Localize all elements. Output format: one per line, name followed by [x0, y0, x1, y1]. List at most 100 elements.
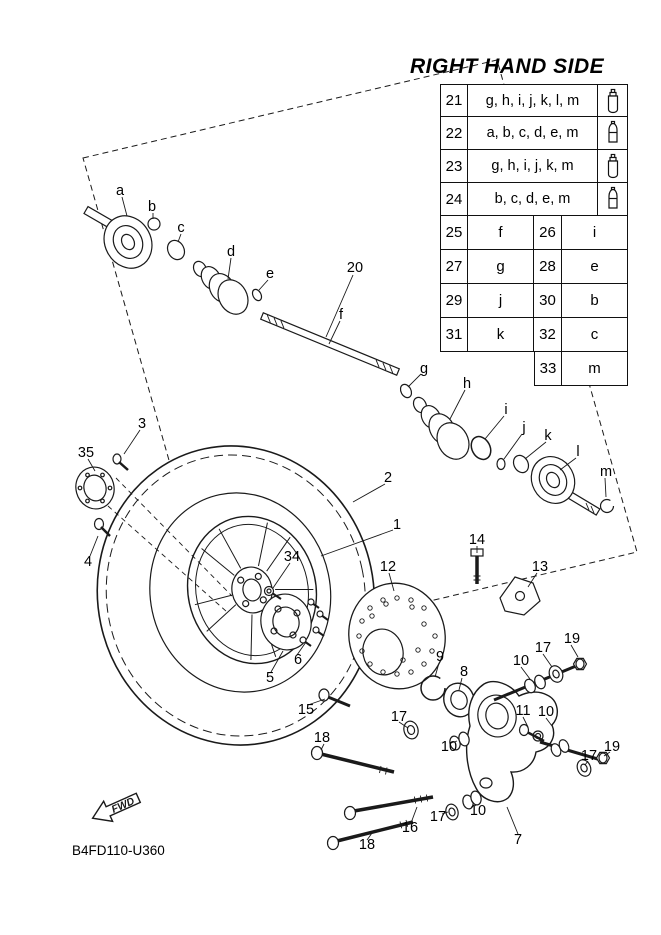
- legend-item-letter: b: [562, 284, 628, 318]
- fwd-label: FWD: [110, 795, 137, 816]
- callout-h: h: [462, 375, 472, 392]
- legend-row-27-28: 27 g 28 e: [440, 250, 628, 284]
- callout-a: a: [115, 182, 125, 199]
- callout-34: 34: [283, 548, 301, 565]
- callout-3: 3: [137, 415, 147, 432]
- part-k-circlip: [512, 454, 530, 474]
- part-16-bolt: [343, 794, 434, 821]
- bolt-shaft-lower: [539, 740, 602, 762]
- fwd-arrow: FWD: [91, 792, 142, 823]
- legend-item-number: 33: [534, 352, 562, 386]
- callout-f: f: [338, 306, 344, 323]
- legend-row-21: 21 g, h, i, j, k, l, m: [440, 84, 628, 117]
- grease-tube-icon: [598, 150, 628, 183]
- legend-item-number: 30: [534, 284, 562, 318]
- legend-item-number: 32: [534, 318, 562, 352]
- callout-17-2: 17: [390, 708, 408, 725]
- legend-item-letter: i: [562, 216, 628, 250]
- part-l-outer-joint: [530, 456, 601, 516]
- legend-item-letter: f: [468, 216, 534, 250]
- callout-7: 7: [513, 831, 523, 848]
- callout-m: m: [599, 463, 613, 480]
- legend-row-23: 23 g, h, i, j, k, m: [440, 150, 628, 183]
- part-10-collar-2: [550, 739, 570, 757]
- callout-5: 5: [265, 669, 275, 686]
- part-35-hub-cap: [75, 466, 115, 510]
- part-18-bolt-1: [310, 745, 395, 775]
- callout-4: 4: [83, 553, 93, 570]
- callout-13: 13: [531, 558, 549, 575]
- part-19-nut-1: [572, 657, 588, 671]
- legend-item-number: 23: [440, 150, 468, 183]
- legend-row-24: 24 b, c, d, e, m: [440, 183, 628, 216]
- callout-i: i: [504, 401, 508, 418]
- part-12-disc-guard: [348, 582, 446, 690]
- part-b-clamp: [147, 217, 161, 231]
- part-i-boot-band: [470, 435, 492, 461]
- legend-item-number: 27: [440, 250, 468, 284]
- legend-item-number: 29: [440, 284, 468, 318]
- part-9-snap-ring: [420, 675, 446, 701]
- callout-6: 6: [293, 651, 303, 668]
- callout-j: j: [522, 419, 526, 436]
- part-17-washer-2: [576, 759, 592, 777]
- callout-10-2: 10: [537, 703, 555, 720]
- callout-10-3: 10: [440, 738, 458, 755]
- callout-19-2: 19: [603, 738, 621, 755]
- legend-item-letters: a, b, c, d, e, m: [468, 117, 598, 150]
- part-code: B4FD110-U360: [72, 843, 165, 858]
- part-6-studs: [299, 598, 329, 647]
- callout-8: 8: [459, 663, 469, 680]
- part-h-boot: [412, 396, 470, 460]
- legend-row-33: 33 m: [440, 352, 628, 386]
- part-15-bolt: [318, 688, 351, 708]
- legend-item-letters: g, h, i, j, k, m: [468, 150, 598, 183]
- legend-item-number: 22: [440, 117, 468, 150]
- callout-11: 11: [515, 702, 531, 719]
- legend-item-number: 28: [534, 250, 562, 284]
- callout-10-1: 10: [512, 652, 530, 669]
- part-11-bolt: [518, 723, 545, 743]
- callout-g: g: [419, 360, 429, 377]
- page-title: RIGHT HAND SIDE: [410, 55, 605, 78]
- grease-tube-icon: [598, 84, 628, 117]
- legend-item-letter: j: [468, 284, 534, 318]
- callout-12: 12: [379, 558, 397, 575]
- part-3-bolt: [112, 453, 129, 471]
- part-10-collar-4: [462, 790, 482, 810]
- part-19-nut-2: [595, 751, 611, 765]
- legend-item-letter: k: [468, 318, 534, 352]
- legend-item-letters: g, h, i, j, k, l, m: [468, 84, 598, 117]
- callout-2: 2: [383, 469, 393, 486]
- part-5-hub: [260, 593, 312, 651]
- callout-16: 16: [401, 819, 419, 836]
- legend-row-22: 22 a, b, c, d, e, m: [440, 117, 628, 150]
- part-c-boot-band: [166, 239, 186, 261]
- legend-item-number: 21: [440, 84, 468, 117]
- part-m-snap-ring: [599, 498, 615, 514]
- callout-18-1: 18: [313, 729, 331, 746]
- legend-item-letter: g: [468, 250, 534, 284]
- part-17-washer-1: [548, 665, 564, 683]
- legend-empty-cell: [468, 352, 534, 386]
- callout-k: k: [544, 427, 552, 444]
- grease-cartridge-icon: [598, 183, 628, 216]
- legend-item-number: 26: [534, 216, 562, 250]
- legend-item-letters: b, c, d, e, m: [468, 183, 598, 216]
- part-10-collar-3: [449, 731, 470, 751]
- part-a-inner-joint: [83, 205, 153, 269]
- legend-row-25-26: 25 f 26 i: [440, 216, 628, 250]
- callout-19-1: 19: [563, 630, 581, 647]
- part-j-ring: [496, 457, 506, 471]
- legend-item-letter: m: [562, 352, 628, 386]
- callout-17-3: 17: [580, 747, 598, 764]
- part-13-bracket: [499, 576, 541, 616]
- callout-35: 35: [77, 444, 95, 461]
- callout-l: l: [576, 443, 580, 460]
- callout-e: e: [265, 265, 275, 282]
- part-f-axle-shaft: [259, 312, 401, 376]
- part-4-bolt: [93, 517, 111, 537]
- callout-d: d: [226, 243, 236, 260]
